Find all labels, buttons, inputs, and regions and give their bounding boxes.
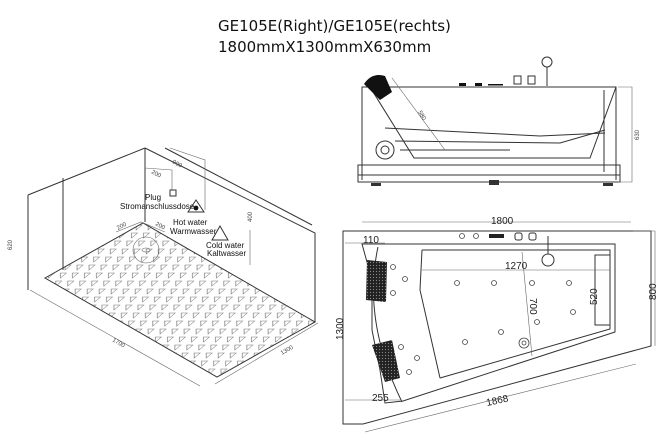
faucet-left [514, 232, 523, 241]
dim-edge-top: 110 [363, 235, 379, 246]
size-title: 1800mmX1300mmX630mm [218, 38, 432, 56]
plug-socket [169, 189, 177, 197]
cold-water-label-de: Kaltwasser [207, 249, 246, 258]
cold-water-icon [211, 224, 229, 241]
dim-plug-offset: 900 [171, 159, 183, 169]
dim-depth-inner: 700 [527, 298, 538, 315]
dim-inner-length: 1270 [505, 261, 528, 272]
dim-width: 1300 [335, 317, 346, 340]
hot-water-label-de: Warmwasser [170, 227, 217, 236]
plug-label-de: Stromanschlussdose [120, 202, 195, 211]
pillow-top [366, 260, 387, 302]
dim-diagonal: 1868 [485, 393, 509, 408]
hand-shower [541, 56, 553, 68]
dim-height: 630 [635, 129, 641, 140]
dim-pipe-height: 400 [248, 211, 254, 222]
pillow-bottom [372, 340, 400, 382]
hot-water-label: Hot water [173, 218, 208, 227]
dim-drain-a: 200 [116, 221, 128, 231]
control-panel [489, 234, 504, 238]
dim-plug-side: 200 [150, 169, 162, 179]
dim-length: 1700 [111, 338, 126, 350]
pump-motor [375, 140, 395, 160]
dim-foot-width: 520 [589, 288, 600, 305]
dim-wall-height: 620 [8, 239, 14, 250]
dim-drain-b: 200 [154, 221, 166, 231]
dim-length: 1800 [491, 216, 514, 227]
installation-view: 620 900 200 400 200 200 1700 1300 Plug S… [8, 147, 319, 387]
jets [390, 233, 576, 375]
dim-headrest: 580 [416, 110, 427, 122]
dim-edge-bottom: 255 [372, 393, 389, 404]
top-view: 1800 110 1270 700 520 800 1300 255 1868 [335, 216, 659, 433]
model-title: GE105E(Right)/GE105E(rechts) [218, 17, 451, 35]
plug-label: Plug [145, 193, 161, 202]
cold-water-label: Cold water [206, 241, 245, 250]
dim-short-side: 800 [648, 283, 659, 300]
faucet-right [528, 232, 537, 241]
dim-width: 1300 [280, 345, 295, 357]
side-view: 580 630 [357, 56, 641, 186]
headrest [364, 75, 392, 100]
floor-tiles [43, 222, 317, 378]
